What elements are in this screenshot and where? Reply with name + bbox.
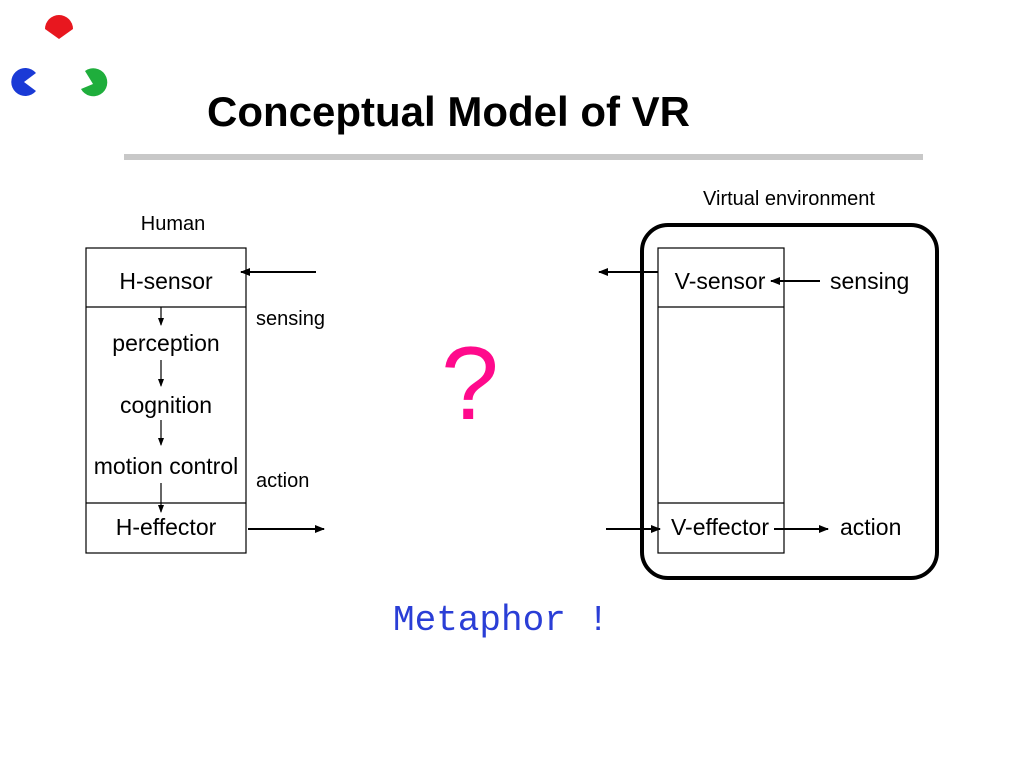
- question-mark: ?: [441, 326, 499, 442]
- human-io-arrows: [240, 268, 325, 533]
- logo-green-piece: [81, 68, 108, 97]
- page-title: Conceptual Model of VR: [207, 88, 690, 135]
- metaphor-caption: Metaphor !: [393, 600, 610, 641]
- title-underline: [124, 154, 923, 160]
- human-outline: [85, 247, 247, 554]
- v-sensor-label: V-sensor: [674, 268, 766, 294]
- virtual-environment-frame: [640, 223, 939, 580]
- stage-h-effector: H-effector: [115, 514, 217, 540]
- stage-motion-control: motion control: [93, 453, 239, 479]
- stage-perception: perception: [112, 330, 220, 356]
- logo-red-piece: [45, 15, 73, 39]
- human-label: Human: [140, 213, 206, 235]
- virtual-sensing-label: sensing: [830, 268, 910, 294]
- v-effector-label: V-effector: [670, 514, 770, 540]
- human-block: [85, 247, 247, 554]
- virtual-block: [657, 247, 785, 554]
- stage-cognition: cognition: [119, 392, 213, 418]
- virtual-action-label: action: [840, 514, 902, 540]
- human-action-label: action: [256, 470, 310, 492]
- pacman-logo-icon: [11, 15, 108, 97]
- virtual-environment-label: Virtual environment: [703, 188, 875, 210]
- virtual-outline: [657, 247, 785, 554]
- logo-blue-piece: [11, 68, 36, 97]
- stage-h-sensor: H-sensor: [119, 268, 213, 294]
- virtual-io-arrows: [598, 268, 829, 533]
- human-sensing-label: sensing: [256, 308, 325, 330]
